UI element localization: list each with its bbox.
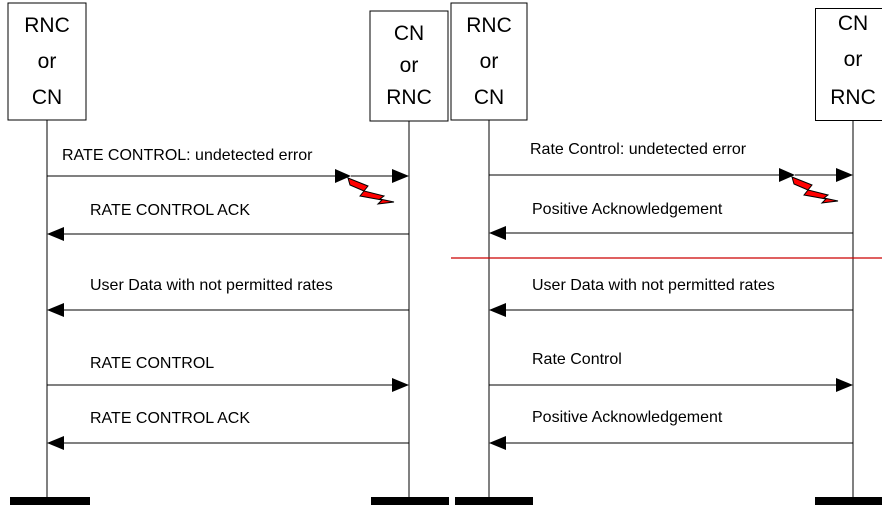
message-label: RATE CONTROL ACK (90, 202, 250, 219)
entity-label-line: CN (838, 12, 868, 35)
arrowhead (47, 227, 64, 241)
entity-label-line: RNC (386, 86, 432, 109)
entity-box-right-cn-or-rnc (815, 8, 882, 121)
message-label: User Data with not permitted rates (532, 277, 775, 294)
entity-label-line: RNC (466, 14, 512, 37)
message-label: RATE CONTROL: undetected error (62, 147, 313, 164)
arrowhead-first (335, 169, 351, 183)
entity-label-line: RNC (830, 86, 876, 109)
arrowhead (489, 226, 506, 240)
arrowhead (489, 436, 506, 450)
lifeline-end-bar-left (455, 497, 533, 505)
arrowhead-final (392, 169, 409, 183)
message-label: Rate Control (532, 351, 622, 368)
entity-label-line: CN (32, 86, 62, 109)
diagram-left: RNC or CN CN or RNC RATE CONTROL: undete… (7, 2, 449, 505)
lightning-error-icon (347, 177, 395, 205)
lifeline-end-bar-right (815, 497, 882, 505)
arrowhead (47, 303, 64, 317)
lifeline-end-bar-left (10, 497, 90, 505)
entity-label-line: or (844, 48, 863, 71)
lightning-error-icon (791, 176, 839, 204)
arrowhead (489, 303, 506, 317)
arrowhead-first (779, 168, 795, 182)
message-label: Positive Acknowledgement (532, 409, 723, 426)
diagram-right: RNC or CN CN or RNC Rate Control: undete… (450, 2, 882, 505)
entity-label-line: RNC (24, 14, 70, 37)
arrowhead (836, 378, 853, 392)
entity-box-right-clip: CN or RNC (815, 8, 882, 121)
entity-box-left-rnc-or-cn (7, 2, 87, 121)
arrowhead-final (836, 168, 853, 182)
entity-label-line: CN (474, 86, 504, 109)
entity-label-line: CN (394, 22, 424, 45)
message-label: Positive Acknowledgement (532, 201, 723, 218)
message-label: User Data with not permitted rates (90, 277, 333, 294)
entity-label-line: or (38, 50, 57, 73)
entity-label-line: or (480, 50, 499, 73)
message-label: RATE CONTROL (90, 355, 214, 372)
message-label: RATE CONTROL ACK (90, 410, 250, 427)
arrowhead (47, 436, 64, 450)
message-label: Rate Control: undetected error (530, 141, 747, 158)
arrowhead (392, 378, 409, 392)
lifeline-end-bar-right (371, 497, 449, 505)
entity-label-line: or (400, 54, 419, 77)
entity-box-right-cn-or-rnc (369, 10, 449, 122)
